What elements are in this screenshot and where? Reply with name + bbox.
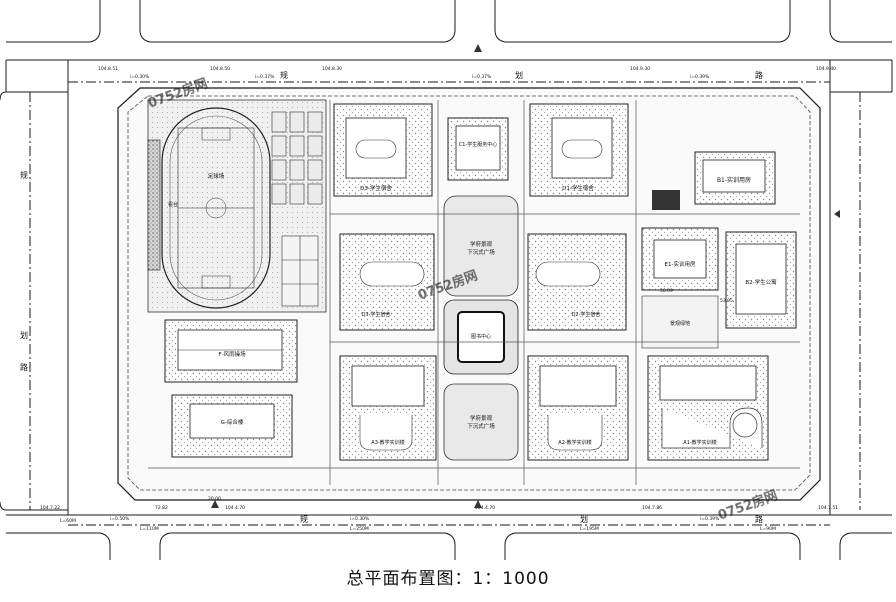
north-plaza: 学府景观 下沉式广场 xyxy=(443,195,519,297)
building-a1[interactable]: A1-教学实训楼 xyxy=(647,355,769,461)
building-a3[interactable]: A3-教学实训楼 xyxy=(339,355,437,461)
building-c1[interactable]: C1-学生服务中心 xyxy=(447,117,509,181)
building-d-west-label: D3-学生宿舍 xyxy=(362,311,391,318)
building-g-label: G-综合楼 xyxy=(221,418,244,426)
internal-roads xyxy=(148,100,800,485)
building-d1-label: D1-学生宿舍 xyxy=(562,184,594,192)
plan-caption: 总平面布置图：1：1000 xyxy=(346,569,550,589)
site-inner-road xyxy=(127,95,811,491)
building-b1-label: B1-实训用房 xyxy=(717,176,751,184)
south-plaza-sub: 下沉式广场 xyxy=(467,422,495,430)
south-plaza-label: 学府景观 xyxy=(470,414,493,422)
dim-3: 53.95 xyxy=(720,298,733,304)
west-road-label-1: 规 xyxy=(20,170,28,180)
building-a2-label: A2-教学实训楼 xyxy=(558,439,591,446)
building-g[interactable]: G-综合楼 xyxy=(171,394,293,458)
road-network xyxy=(0,0,893,560)
gate-markers xyxy=(211,44,840,508)
s-L-1: L=60M xyxy=(60,518,76,524)
substation-block xyxy=(652,190,680,210)
n-elev-1: 104.8.51 xyxy=(98,66,118,72)
building-a3-label: A3-教学实训楼 xyxy=(371,439,404,446)
n-i-3: i=0.37% xyxy=(472,74,492,80)
n-i-2: i=0.37% xyxy=(255,74,275,80)
building-e1-label: E1-实训用房 xyxy=(665,260,696,268)
stand-label: 看台 xyxy=(168,201,178,208)
north-road-label-2: 划 xyxy=(515,70,523,80)
n-i-1: i=0.30% xyxy=(130,74,150,80)
building-b1[interactable]: B1-实训用房 xyxy=(652,151,776,210)
building-a2[interactable]: A2-教学实训楼 xyxy=(527,355,629,461)
field-label: 足球场 xyxy=(208,172,225,180)
south-road-label-1: 规 xyxy=(300,514,308,524)
dim-2: 20.00 xyxy=(208,496,221,502)
dim-4: 50.09 xyxy=(660,288,673,294)
south-plaza: 学府景观 下沉式广场 xyxy=(443,383,519,461)
s-elev-3: 104.4.70 xyxy=(475,505,495,511)
building-d-west[interactable]: D3-学生宿舍 xyxy=(339,233,435,331)
building-a1-label: A1-教学实训楼 xyxy=(683,439,716,446)
s-elev-2: 104.4.70 xyxy=(225,505,245,511)
n-elev-4: 104.9.30 xyxy=(630,66,650,72)
building-d3-label: D3-学生宿舍 xyxy=(360,184,392,192)
building-f[interactable]: F-风雨操场 xyxy=(164,319,298,383)
building-d3[interactable]: D3-学生宿舍 xyxy=(333,103,433,197)
landscape-area-label: 景观绿地 xyxy=(670,320,690,327)
n-elev-3: 104.8.30 xyxy=(322,66,342,72)
building-d1[interactable]: D1-学生宿舍 xyxy=(529,103,629,197)
s-L-4: L=110M xyxy=(140,526,159,532)
s-i-1: i=0.50% xyxy=(110,516,130,522)
s-L-5: L=90M xyxy=(760,526,776,532)
s-elev-4: 104.7.86 xyxy=(642,505,662,511)
north-plaza-label: 学府景观 xyxy=(470,240,493,248)
building-b2-label: B2-学生公寓 xyxy=(745,278,777,286)
landscape-area: 景观绿地 xyxy=(641,295,719,349)
s-elev-1: 104.7.22 xyxy=(40,505,60,511)
building-f-label: F-风雨操场 xyxy=(218,350,246,358)
s-i-2: i=0.30% xyxy=(350,516,370,522)
s-L-2: L=250M xyxy=(350,526,369,532)
building-d2-label: D2-学生宿舍 xyxy=(572,311,601,318)
annotations: 104.8.51 104.8.50 104.8.30 104.9.30 104.… xyxy=(40,66,838,532)
s-L-3: L=195M xyxy=(580,526,599,532)
n-elev-2: 104.8.50 xyxy=(210,66,230,72)
library-label: 图书中心 xyxy=(471,333,491,340)
north-road-label-3: 路 xyxy=(755,70,763,80)
sports-field: 足球场 看台 xyxy=(147,99,327,313)
n-elev-5: 104.9.40 xyxy=(816,66,836,72)
dim-1: 72.82 xyxy=(155,505,168,511)
site-plan: 足球场 看台 F-风雨操场 G-综合楼 D3- xyxy=(0,0,893,560)
north-plaza-sub: 下沉式广场 xyxy=(467,248,495,256)
road-labels: 规 划 路 规 划 路 规 划 路 xyxy=(20,70,763,524)
building-b2[interactable]: B2-学生公寓 xyxy=(725,231,797,329)
s-i-3: i=0.39% xyxy=(700,516,720,522)
building-e1[interactable]: E1-实训用房 xyxy=(641,227,719,291)
n-i-4: i=0.39% xyxy=(690,74,710,80)
west-road-label-3: 路 xyxy=(20,362,28,372)
building-c1-label: C1-学生服务中心 xyxy=(459,141,497,148)
south-road-label-2: 划 xyxy=(580,514,588,524)
west-road-label-2: 划 xyxy=(20,330,28,340)
s-elev-5: 104.7.51 xyxy=(818,505,838,511)
north-road-label-1: 规 xyxy=(280,70,288,80)
building-d2[interactable]: D2-学生宿舍 xyxy=(527,233,627,331)
library[interactable]: 图书中心 xyxy=(443,299,519,375)
south-road-label-3: 路 xyxy=(755,514,763,524)
